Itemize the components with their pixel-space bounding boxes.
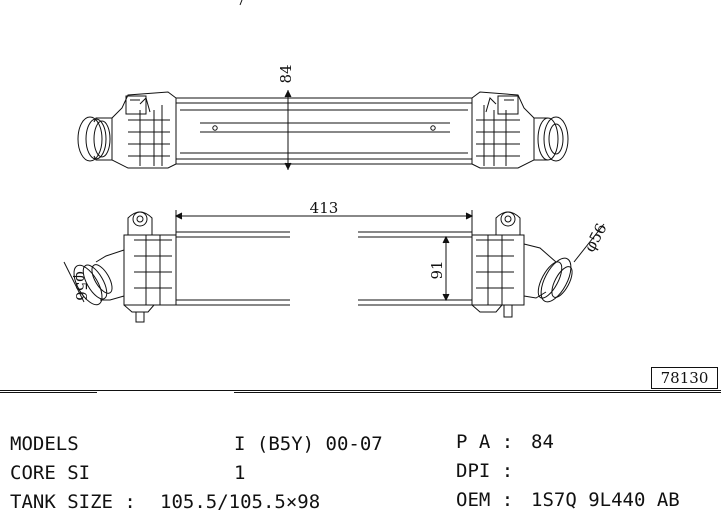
tank-size-label: TANK SIZE : — [10, 491, 136, 513]
dim-core-height-side: 91 — [428, 260, 446, 279]
side-view — [63, 210, 605, 323]
oem-label: OEM : — [456, 489, 514, 511]
pa-value: 84 — [531, 431, 554, 453]
divider-line-right — [234, 392, 721, 393]
divider-line-left — [0, 392, 97, 393]
dim-pipe-diameter-left: φ56 — [72, 271, 90, 301]
core-size-value: 1 — [234, 462, 246, 484]
core-size-label: CORE SI — [10, 462, 91, 484]
divider-line — [0, 390, 721, 391]
dim-core-height-top: 84 — [277, 64, 295, 83]
oem-value: 1S7Q 9L440 AB — [531, 489, 680, 511]
dpi-label: DPI : — [456, 460, 514, 482]
top-view — [77, 89, 569, 171]
models-label: MODELS — [10, 433, 79, 455]
dim-overall-length: 413 — [310, 199, 339, 217]
technical-drawing: 84 413 91 φ56 φ56 — [63, 0, 611, 323]
models-value: I (B5Y) 00-07 — [234, 433, 383, 455]
pa-label: P A : — [456, 431, 514, 453]
dim-pipe-diameter-right: φ56 — [581, 220, 611, 255]
top-tick — [239, 0, 243, 6]
tank-size-value: 105.5/105.5×98 — [160, 491, 321, 513]
part-number-box: 78130 — [651, 367, 718, 389]
